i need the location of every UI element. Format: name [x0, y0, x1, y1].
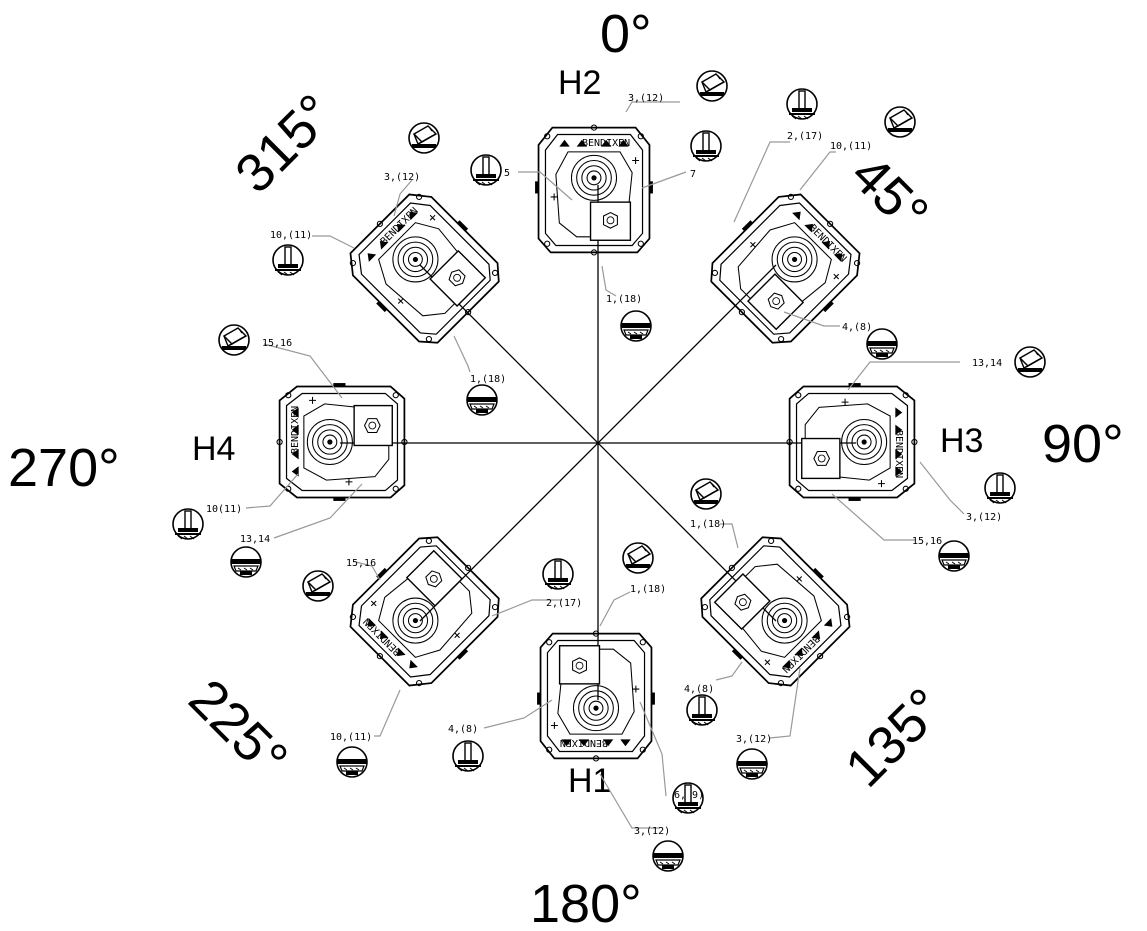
- position-h2: H2: [558, 64, 601, 102]
- angle-90: 90°: [1042, 414, 1124, 474]
- angle-315: 315°: [224, 83, 345, 204]
- housing-135: BENDIXEN: [687, 523, 865, 701]
- callout-h1-left: 4,(8): [448, 724, 478, 735]
- plug-icon: [696, 70, 728, 102]
- nut-icon: [652, 840, 684, 872]
- callout-135-bottom: 3,(12): [736, 734, 772, 745]
- callout-h4-bottom-a: 10(11): [206, 504, 242, 515]
- bolt-icon: [984, 472, 1016, 504]
- housing-label: BENDIXEN: [290, 406, 301, 454]
- callout-h2-left: 5: [504, 168, 510, 179]
- housing-h4: BENDIXEN: [276, 382, 408, 502]
- callout-h2-right: 7: [690, 169, 696, 180]
- callout-225-top-b: 2,(17): [546, 598, 582, 609]
- plug-icon: [218, 324, 250, 356]
- housing-label: BENDIXEN: [807, 223, 849, 265]
- callout-135-left: 4,(8): [684, 684, 714, 695]
- housing-315: BENDIXEN: [335, 179, 513, 357]
- callout-h3-right: 3,(12): [966, 512, 1002, 523]
- angle-270: 270°: [8, 438, 120, 498]
- center-axes: [340, 185, 856, 700]
- housing-label: BENDIXEN: [893, 430, 904, 478]
- housing-label: BENDIXEN: [560, 737, 608, 748]
- angle-225: 225°: [178, 668, 299, 789]
- callout-h1-bottom: 3,(12): [634, 826, 670, 837]
- bolt-icon: [686, 694, 718, 726]
- housing-label: BENDIXEN: [379, 206, 421, 248]
- nut-icon: [230, 546, 262, 578]
- nut-icon: [336, 746, 368, 778]
- callout-315-bottom: 1,(18): [470, 374, 506, 385]
- plug-icon: [690, 478, 722, 510]
- position-h1: H1: [568, 762, 611, 800]
- callout-315-top: 3,(12): [384, 172, 420, 183]
- angle-180: 180°: [530, 874, 642, 931]
- angle-0: 0°: [600, 4, 652, 64]
- callout-45-top-a: 2,(17): [787, 131, 823, 142]
- housing-h2: BENDIXEN: [534, 124, 654, 256]
- nut-icon: [466, 384, 498, 416]
- callout-h2-bottom: 1,(18): [606, 294, 642, 305]
- bolt-icon: [786, 88, 818, 120]
- position-h3: H3: [940, 422, 983, 460]
- bolt-icon: [470, 154, 502, 186]
- nut-icon: [938, 540, 970, 572]
- plug-icon: [408, 122, 440, 154]
- axis-diagonal-b: [419, 264, 777, 622]
- bolt-icon: [272, 244, 304, 276]
- plug-icon: [302, 570, 334, 602]
- nut-icon: [866, 328, 898, 360]
- bolt-icon: [542, 558, 574, 590]
- bolt-icon: [172, 508, 204, 540]
- bolt-icon: [452, 740, 484, 772]
- callout-225-bottom: 10,(11): [330, 732, 372, 743]
- leader-lines: [245, 101, 965, 829]
- position-h4: H4: [192, 430, 235, 468]
- callout-225-top-a: 15,16: [346, 558, 376, 569]
- plug-icon: [622, 542, 654, 574]
- housing-label: BENDIXEN: [582, 138, 630, 149]
- bolt-icon: [690, 130, 722, 162]
- plug-icon: [884, 106, 916, 138]
- callout-h1-top: 1,(18): [630, 584, 666, 595]
- housing-label: BENDIXEN: [362, 615, 404, 657]
- callout-135-top: 1,(18): [690, 519, 726, 530]
- angle-135: 135°: [834, 677, 955, 798]
- callout-h4-top: 15,16: [262, 338, 292, 349]
- plug-icon: [1014, 346, 1046, 378]
- nut-icon: [620, 310, 652, 342]
- nut-icon: [736, 748, 768, 780]
- callout-315-left: 10,(11): [270, 230, 312, 241]
- callout-h4-bottom-b: 13,14: [240, 534, 270, 545]
- housing-h3: BENDIXEN: [786, 382, 918, 502]
- housing-225: BENDIXEN: [335, 523, 513, 701]
- housing-h1: BENDIXEN: [536, 630, 656, 762]
- angle-45: 45°: [840, 144, 940, 244]
- callout-45-top-b: 10,(11): [830, 141, 872, 152]
- callout-h3-top: 13,14: [972, 358, 1002, 369]
- callout-45-bottom: 4,(8): [842, 322, 872, 333]
- callout-h2-top: 3,(12): [628, 93, 664, 104]
- callout-h3-bottom: 15,16: [912, 536, 942, 547]
- position-labels: H2 H3 H1 H4: [192, 64, 983, 800]
